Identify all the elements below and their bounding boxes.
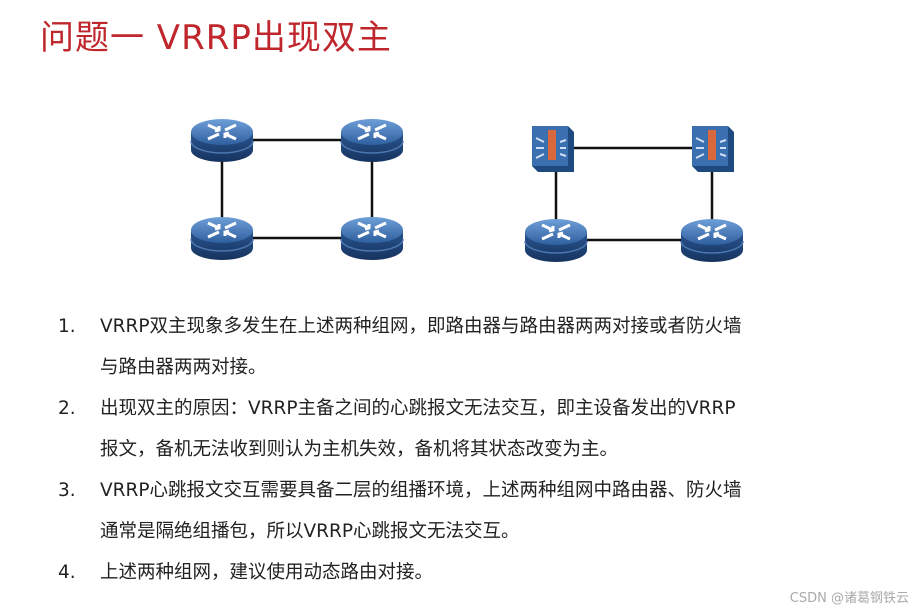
watermark: CSDN @诸葛钢铁云	[789, 591, 909, 606]
links	[220, 138, 714, 242]
firewall-icon	[531, 125, 575, 173]
router-icon	[679, 217, 745, 264]
item-text: 上述两种组网，建议使用动态路由对接。	[100, 562, 434, 583]
router-icon	[339, 215, 405, 262]
item-number: 4.	[58, 562, 76, 583]
item-text: 出现双主的原因：VRRP主备之间的心跳报文无法交互，即主设备发出的VRRP	[100, 398, 736, 419]
slide-title: 问题一 VRRP出现双主	[40, 18, 392, 58]
network-diagrams	[189, 117, 745, 264]
item-number: 3.	[58, 480, 76, 501]
router-icon	[189, 117, 255, 164]
router-icon	[523, 217, 589, 264]
item-text: 通常是隔绝组播包，所以VRRP心跳报文无法交互。	[100, 521, 520, 542]
item-text: 报文，备机无法收到则认为主机失效，备机将其状态改变为主。	[100, 439, 619, 460]
item-number: 2.	[58, 398, 76, 419]
firewall-icon	[691, 125, 735, 173]
item-text: VRRP双主现象多发生在上述两种组网，即路由器与路由器两两对接或者防火墙	[100, 316, 742, 337]
router-icon	[339, 117, 405, 164]
item-text: VRRP心跳报文交互需要具备二层的组播环境，上述两种组网中路由器、防火墙	[100, 480, 742, 501]
item-number: 1.	[58, 316, 76, 337]
item-text: 与路由器两两对接。	[100, 357, 267, 378]
router-icon	[189, 215, 255, 262]
